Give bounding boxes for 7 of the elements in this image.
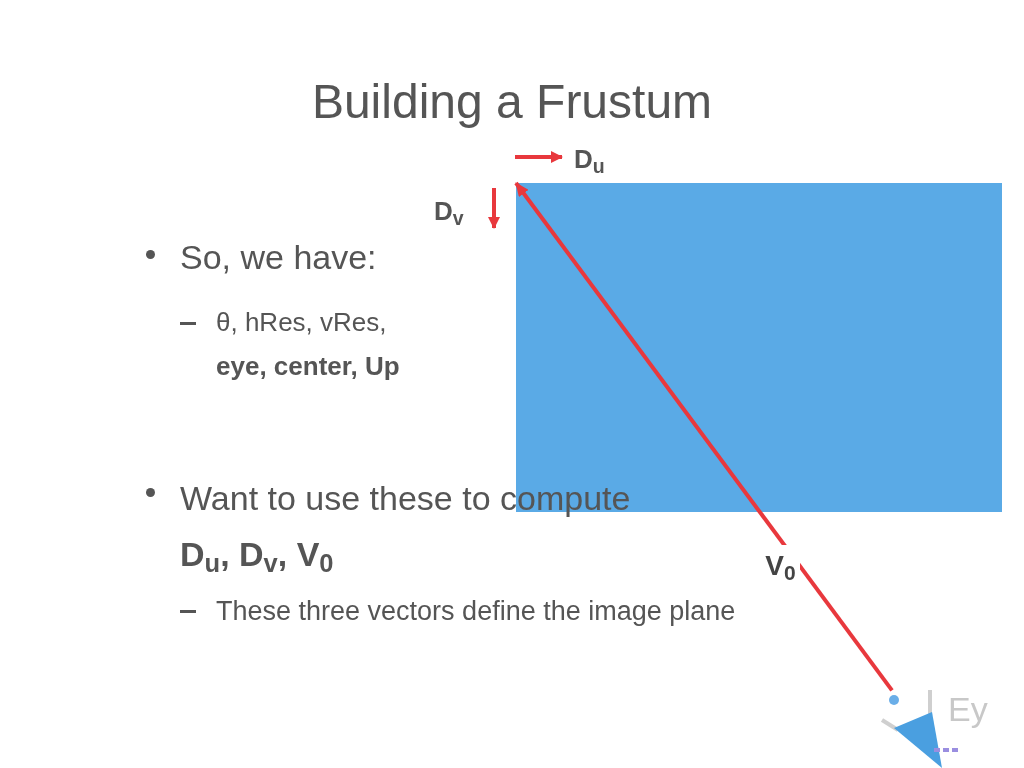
vector-label: D$_{u}$ [574,144,605,174]
arrow [514,181,894,692]
vector-label: D$_{v}$ [434,196,464,226]
bullet-text: These three vectors define the image plane [216,596,736,626]
bullet-text: θ, hRes, vRes, eye, center, Up [216,307,400,381]
bullet-text: So, we have: [180,238,377,276]
slide-title: Building a Frustum [311,75,713,128]
